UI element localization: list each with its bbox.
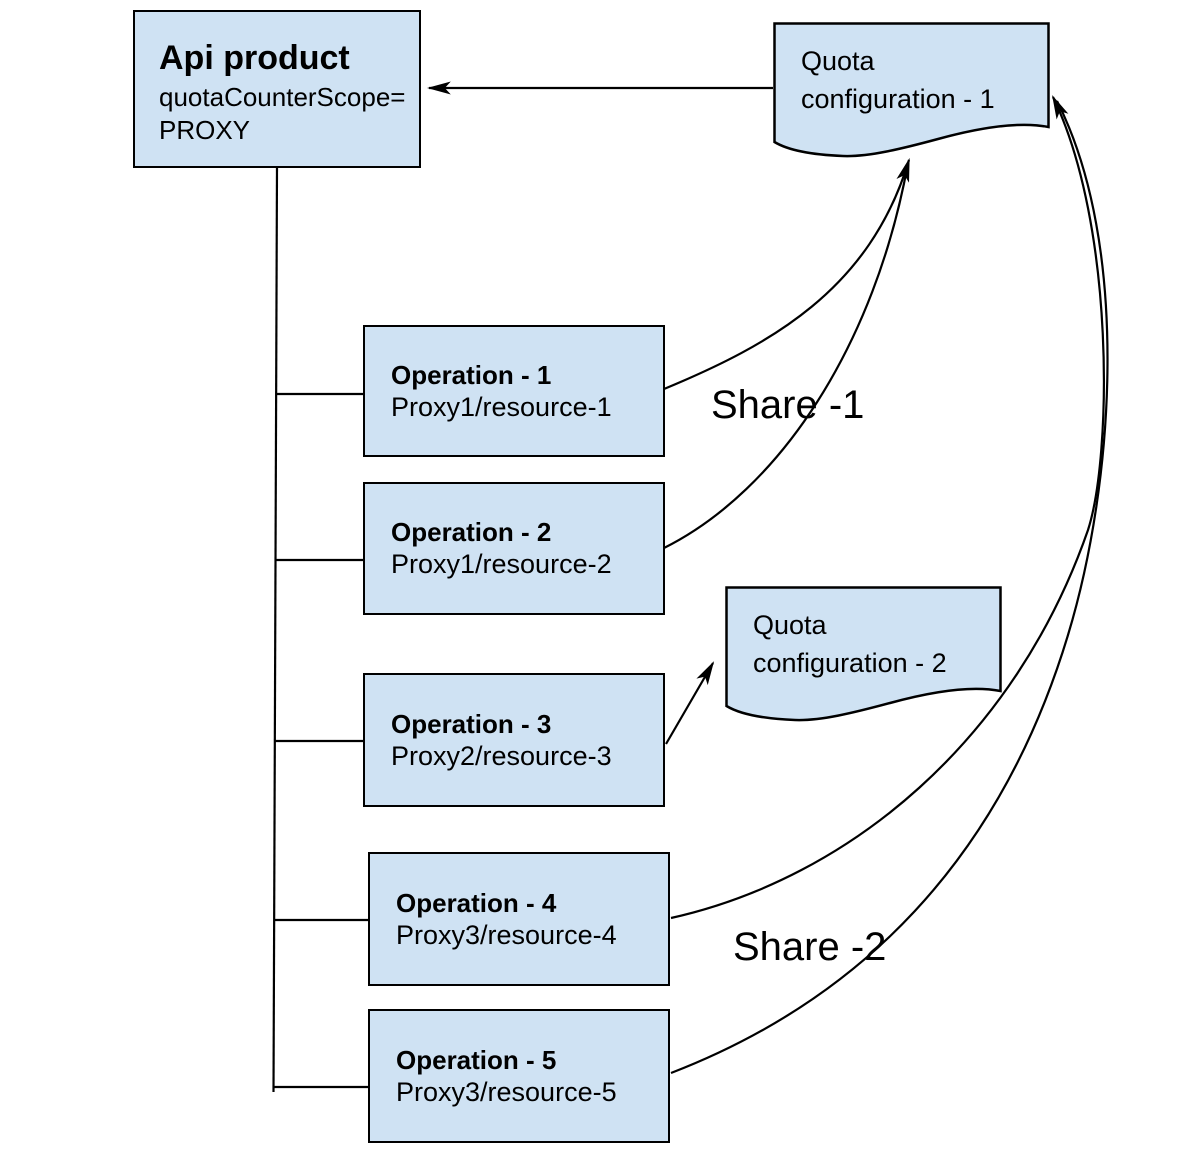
api-product-title: Api product	[159, 39, 350, 77]
operation-4-node: Operation - 4 Proxy3/resource-4	[368, 852, 670, 986]
operation-5-title: Operation - 5	[396, 1044, 557, 1075]
arrow-operation-3-to-quota-config-2	[665, 661, 715, 745]
quota-configuration-2-label-line2: configuration - 2	[753, 648, 947, 678]
connector-trunk-api-product	[272, 165, 279, 1093]
share-1-label: Share -1	[711, 383, 865, 427]
operation-3-title: Operation - 3	[391, 708, 552, 739]
operation-3-resource: Proxy2/resource-3	[391, 740, 612, 771]
arrow-operation-5-to-quota-config-1	[670, 100, 1109, 1075]
quota-configuration-1-node: Quota configuration - 1	[773, 22, 1050, 162]
quota-configuration-2-label-line1: Quota	[753, 610, 827, 640]
operation-5-resource: Proxy3/resource-5	[396, 1076, 617, 1107]
api-product-quota-scope-line1: quotaCounterScope=	[159, 82, 406, 112]
operation-4-resource: Proxy3/resource-4	[396, 919, 617, 950]
operation-1-title: Operation - 1	[391, 359, 552, 390]
operation-5-node: Operation - 5 Proxy3/resource-5	[368, 1009, 670, 1143]
document-shape	[773, 22, 1050, 158]
quota-configuration-2-node: Quota configuration - 2	[725, 586, 1002, 726]
operation-4-title: Operation - 4	[396, 887, 557, 918]
quota-configuration-1-label-line1: Quota	[801, 46, 875, 76]
operation-2-node: Operation - 2 Proxy1/resource-2	[363, 482, 665, 615]
arrow-operation-1-to-quota-config-1	[663, 157, 911, 391]
operation-3-node: Operation - 3 Proxy2/resource-3	[363, 673, 665, 807]
api-product-quota-scope-line2: PROXY	[159, 115, 251, 145]
quota-configuration-1-label-line2: configuration - 1	[801, 84, 995, 114]
operation-2-resource: Proxy1/resource-2	[391, 549, 612, 579]
arrow-operation-4-to-quota-config-1	[670, 95, 1105, 920]
api-product-node: Api product quotaCounterScope= PROXY	[133, 10, 421, 168]
operation-1-resource: Proxy1/resource-1	[391, 391, 612, 422]
share-2-label: Share -2	[733, 925, 887, 969]
operation-1-node: Operation - 1 Proxy1/resource-1	[363, 325, 665, 457]
arrow-operation-2-to-quota-config-1	[663, 162, 910, 549]
document-shape	[725, 586, 1002, 722]
operation-2-title: Operation - 2	[391, 517, 552, 547]
